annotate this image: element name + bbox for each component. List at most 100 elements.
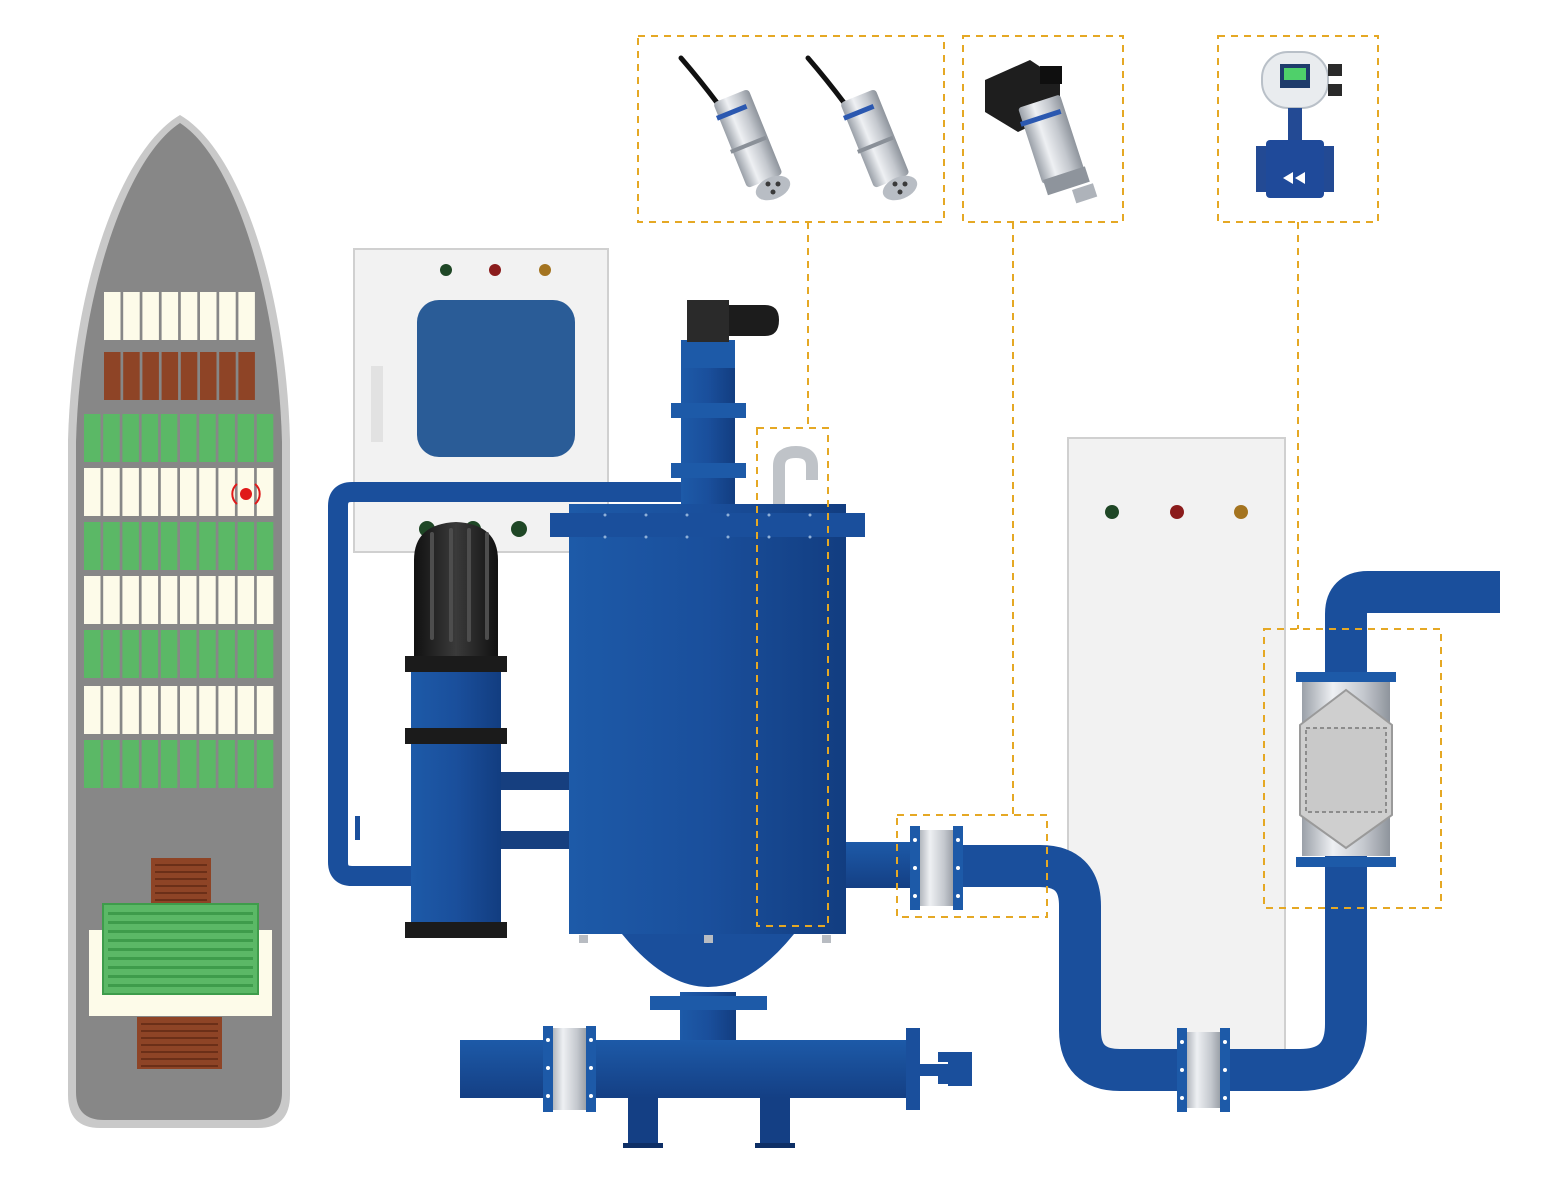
hatch-slat bbox=[155, 878, 207, 880]
flowmeter-box[interactable] bbox=[1217, 35, 1379, 223]
hatch-slat bbox=[141, 1044, 218, 1046]
control-screen[interactable] bbox=[417, 300, 575, 457]
control-button-3[interactable] bbox=[511, 521, 527, 537]
container bbox=[256, 576, 274, 624]
container bbox=[219, 352, 236, 400]
level-sensor-box[interactable] bbox=[637, 35, 945, 223]
hatch-slat bbox=[155, 871, 207, 873]
container bbox=[104, 352, 121, 400]
submersible-level-transmitter-icon bbox=[678, 55, 918, 201]
container bbox=[218, 576, 235, 624]
container bbox=[218, 740, 235, 788]
pressure-sensor-box[interactable] bbox=[962, 35, 1124, 223]
container bbox=[84, 740, 101, 788]
container bbox=[141, 468, 159, 516]
hatch-slat bbox=[141, 1051, 218, 1053]
container bbox=[256, 686, 274, 734]
container bbox=[199, 522, 216, 570]
container bbox=[218, 414, 235, 462]
container bbox=[122, 414, 139, 462]
level-probe-location-box bbox=[756, 427, 829, 927]
container bbox=[199, 414, 216, 462]
container bbox=[237, 686, 255, 734]
container bbox=[238, 292, 255, 340]
container bbox=[256, 468, 274, 516]
container bbox=[142, 292, 159, 340]
container-stacks bbox=[84, 292, 274, 788]
container bbox=[123, 352, 140, 400]
hatch-slat bbox=[155, 864, 207, 866]
container bbox=[141, 630, 159, 678]
container bbox=[123, 292, 140, 340]
hatch-slat bbox=[141, 1058, 218, 1060]
hatch-slat bbox=[141, 1023, 218, 1025]
panel-light-amber bbox=[1234, 505, 1248, 519]
indicator-light-amber bbox=[539, 264, 551, 276]
water-tank-icon bbox=[550, 300, 865, 1058]
superstructure-vents bbox=[108, 912, 253, 987]
bypass-pipe bbox=[328, 482, 690, 886]
hatch-slat bbox=[141, 1037, 218, 1039]
container bbox=[199, 576, 216, 624]
vent-slat bbox=[108, 957, 253, 960]
container bbox=[219, 292, 236, 340]
container bbox=[141, 740, 159, 788]
container bbox=[141, 576, 159, 624]
container bbox=[142, 352, 159, 400]
container bbox=[180, 686, 197, 734]
container bbox=[160, 686, 178, 734]
container bbox=[161, 292, 179, 340]
indicator-light-green bbox=[440, 264, 452, 276]
container bbox=[84, 576, 101, 624]
container bbox=[103, 414, 120, 462]
container bbox=[103, 576, 120, 624]
hatch-slat bbox=[155, 899, 207, 901]
bottom-header-pipe bbox=[460, 1026, 972, 1148]
pressure-transmitter-icon bbox=[985, 60, 1098, 204]
container bbox=[199, 630, 216, 678]
container-ship-icon bbox=[68, 115, 290, 1128]
container bbox=[238, 352, 255, 400]
sensor-callouts bbox=[637, 35, 1442, 927]
top-column-cap bbox=[681, 340, 735, 368]
tank-bottom bbox=[622, 934, 794, 987]
inline-flowmeter-body[interactable] bbox=[1296, 672, 1396, 867]
hatch-slat bbox=[141, 1065, 218, 1067]
container bbox=[84, 630, 101, 678]
vent-slat bbox=[108, 930, 253, 933]
container bbox=[218, 686, 235, 734]
container bbox=[122, 630, 139, 678]
container bbox=[103, 522, 120, 570]
container bbox=[237, 740, 255, 788]
container bbox=[218, 468, 235, 516]
pressure-tap-location-box bbox=[896, 814, 1048, 918]
vent-slat bbox=[108, 939, 253, 942]
container bbox=[199, 468, 216, 516]
panel-light-red bbox=[1170, 505, 1184, 519]
panel-light-green bbox=[1105, 505, 1119, 519]
container bbox=[84, 468, 101, 516]
container bbox=[122, 740, 139, 788]
tank-body bbox=[569, 504, 846, 934]
container bbox=[103, 468, 120, 516]
container bbox=[180, 352, 198, 400]
vent-slat bbox=[108, 921, 253, 924]
container bbox=[122, 576, 139, 624]
container bbox=[200, 352, 217, 400]
vertical-pump-icon[interactable] bbox=[405, 522, 572, 938]
electromagnetic-flowmeter-icon bbox=[1256, 51, 1342, 198]
indicator-light-red bbox=[489, 264, 501, 276]
container bbox=[256, 740, 274, 788]
outlet-pipe bbox=[846, 571, 1500, 1112]
container bbox=[218, 522, 235, 570]
alarm-location-icon[interactable] bbox=[231, 483, 261, 505]
top-sensor-head bbox=[687, 300, 729, 342]
container bbox=[200, 292, 217, 340]
container bbox=[256, 630, 274, 678]
container bbox=[160, 740, 178, 788]
flowmeter-location-box bbox=[1263, 628, 1442, 909]
container bbox=[199, 686, 216, 734]
vent-slat bbox=[108, 948, 253, 951]
container bbox=[103, 630, 120, 678]
vent-slat bbox=[108, 975, 253, 978]
